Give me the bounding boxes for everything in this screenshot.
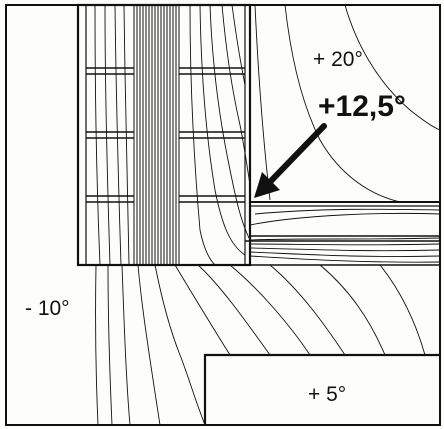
isotherms-floor xyxy=(249,208,441,263)
isotherms-exterior xyxy=(95,264,426,426)
exterior-temperature: - 10° xyxy=(25,297,70,320)
lower-room-boundary xyxy=(203,353,440,425)
stud-lines xyxy=(133,5,180,265)
interior-top-temperature: + 20° xyxy=(313,48,363,71)
interior-bottom-temperature: + 5° xyxy=(308,383,347,406)
isotherms-wall xyxy=(94,4,251,266)
isotherms-room xyxy=(254,4,441,203)
pointer-arrow xyxy=(254,123,327,198)
battens xyxy=(86,67,245,203)
critical-point-temperature: +12,5° xyxy=(318,90,406,123)
upper-room-boundary xyxy=(249,5,440,203)
